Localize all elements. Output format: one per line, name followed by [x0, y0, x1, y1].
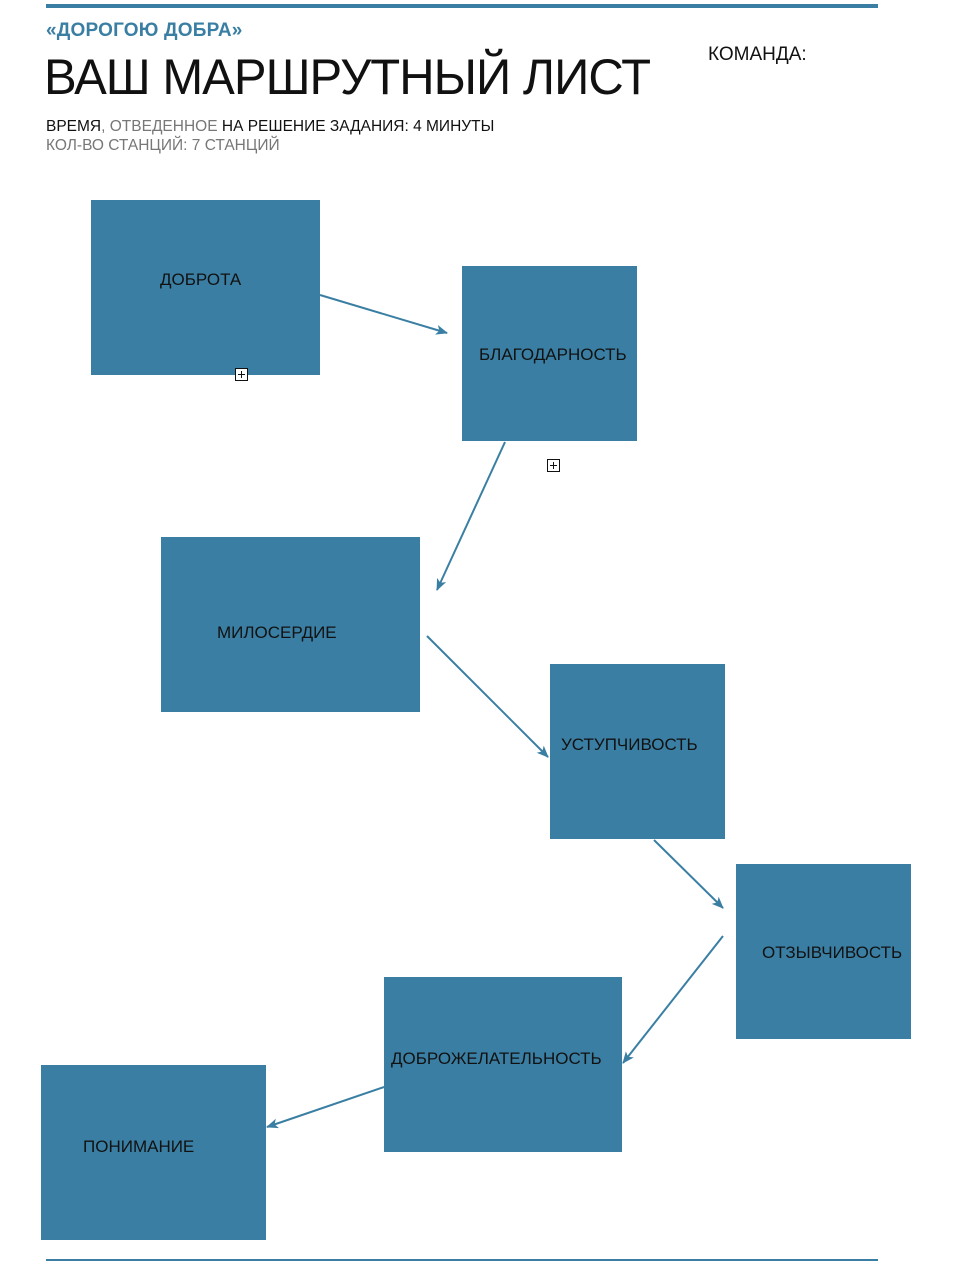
expand-plus-icon[interactable] — [547, 459, 560, 472]
time-value: НА РЕШЕНИЕ ЗАДАНИЯ: 4 МИНУТЫ — [217, 118, 495, 135]
arrow-5-6 — [622, 935, 724, 1064]
page-title: ВАШ МАРШРУТНЫЙ ЛИСТ — [44, 49, 651, 105]
page-subtitle: «ДОРОГОЮ ДОБРА» — [46, 20, 243, 41]
team-label: КОМАНДА: — [708, 44, 807, 65]
bottom-rule — [46, 1259, 878, 1261]
station-dobrota: ДОБРОТА — [91, 200, 320, 375]
station-blagodarnost: БЛАГОДАРНОСТЬ — [462, 266, 637, 441]
time-label: ВРЕМЯ — [46, 118, 102, 135]
arrow-1-2 — [319, 294, 448, 335]
stations-count: КОЛ-ВО СТАНЦИЙ: 7 СТАНЦИЙ — [46, 137, 280, 154]
station-dobrozhelatelnost: ДОБРОЖЕЛАТЕЛЬНОСТЬ — [384, 977, 622, 1152]
arrow-6-7 — [266, 1086, 385, 1129]
expand-plus-icon[interactable] — [235, 368, 248, 381]
station-ponimanie: ПОНИМАНИЕ — [41, 1065, 266, 1240]
station-label: ДОБРОЖЕЛАТЕЛЬНОСТЬ — [391, 1049, 602, 1068]
time-info: ВРЕМЯ, ОТВЕДЕННОЕ НА РЕШЕНИЕ ЗАДАНИЯ: 4 … — [46, 118, 494, 136]
station-miloserdie: МИЛОСЕРДИЕ — [161, 537, 420, 712]
station-label: БЛАГОДАРНОСТЬ — [479, 345, 627, 364]
station-label: ОТЗЫВЧИВОСТЬ — [762, 943, 903, 962]
arrow-2-3 — [436, 441, 506, 591]
time-allotted: , ОТВЕДЕННОЕ — [101, 118, 218, 135]
station-ustupchivost: УСТУПЧИВОСТЬ — [550, 664, 725, 839]
station-label: ДОБРОТА — [160, 270, 242, 289]
arrow-3-4 — [426, 635, 549, 758]
station-label: ПОНИМАНИЕ — [83, 1137, 195, 1156]
station-label: МИЛОСЕРДИЕ — [217, 623, 337, 642]
station-otzyvchivost: ОТЗЫВЧИВОСТЬ — [736, 864, 911, 1039]
arrow-4-5 — [653, 839, 724, 909]
station-label: УСТУПЧИВОСТЬ — [561, 735, 698, 754]
top-rule — [46, 4, 878, 8]
